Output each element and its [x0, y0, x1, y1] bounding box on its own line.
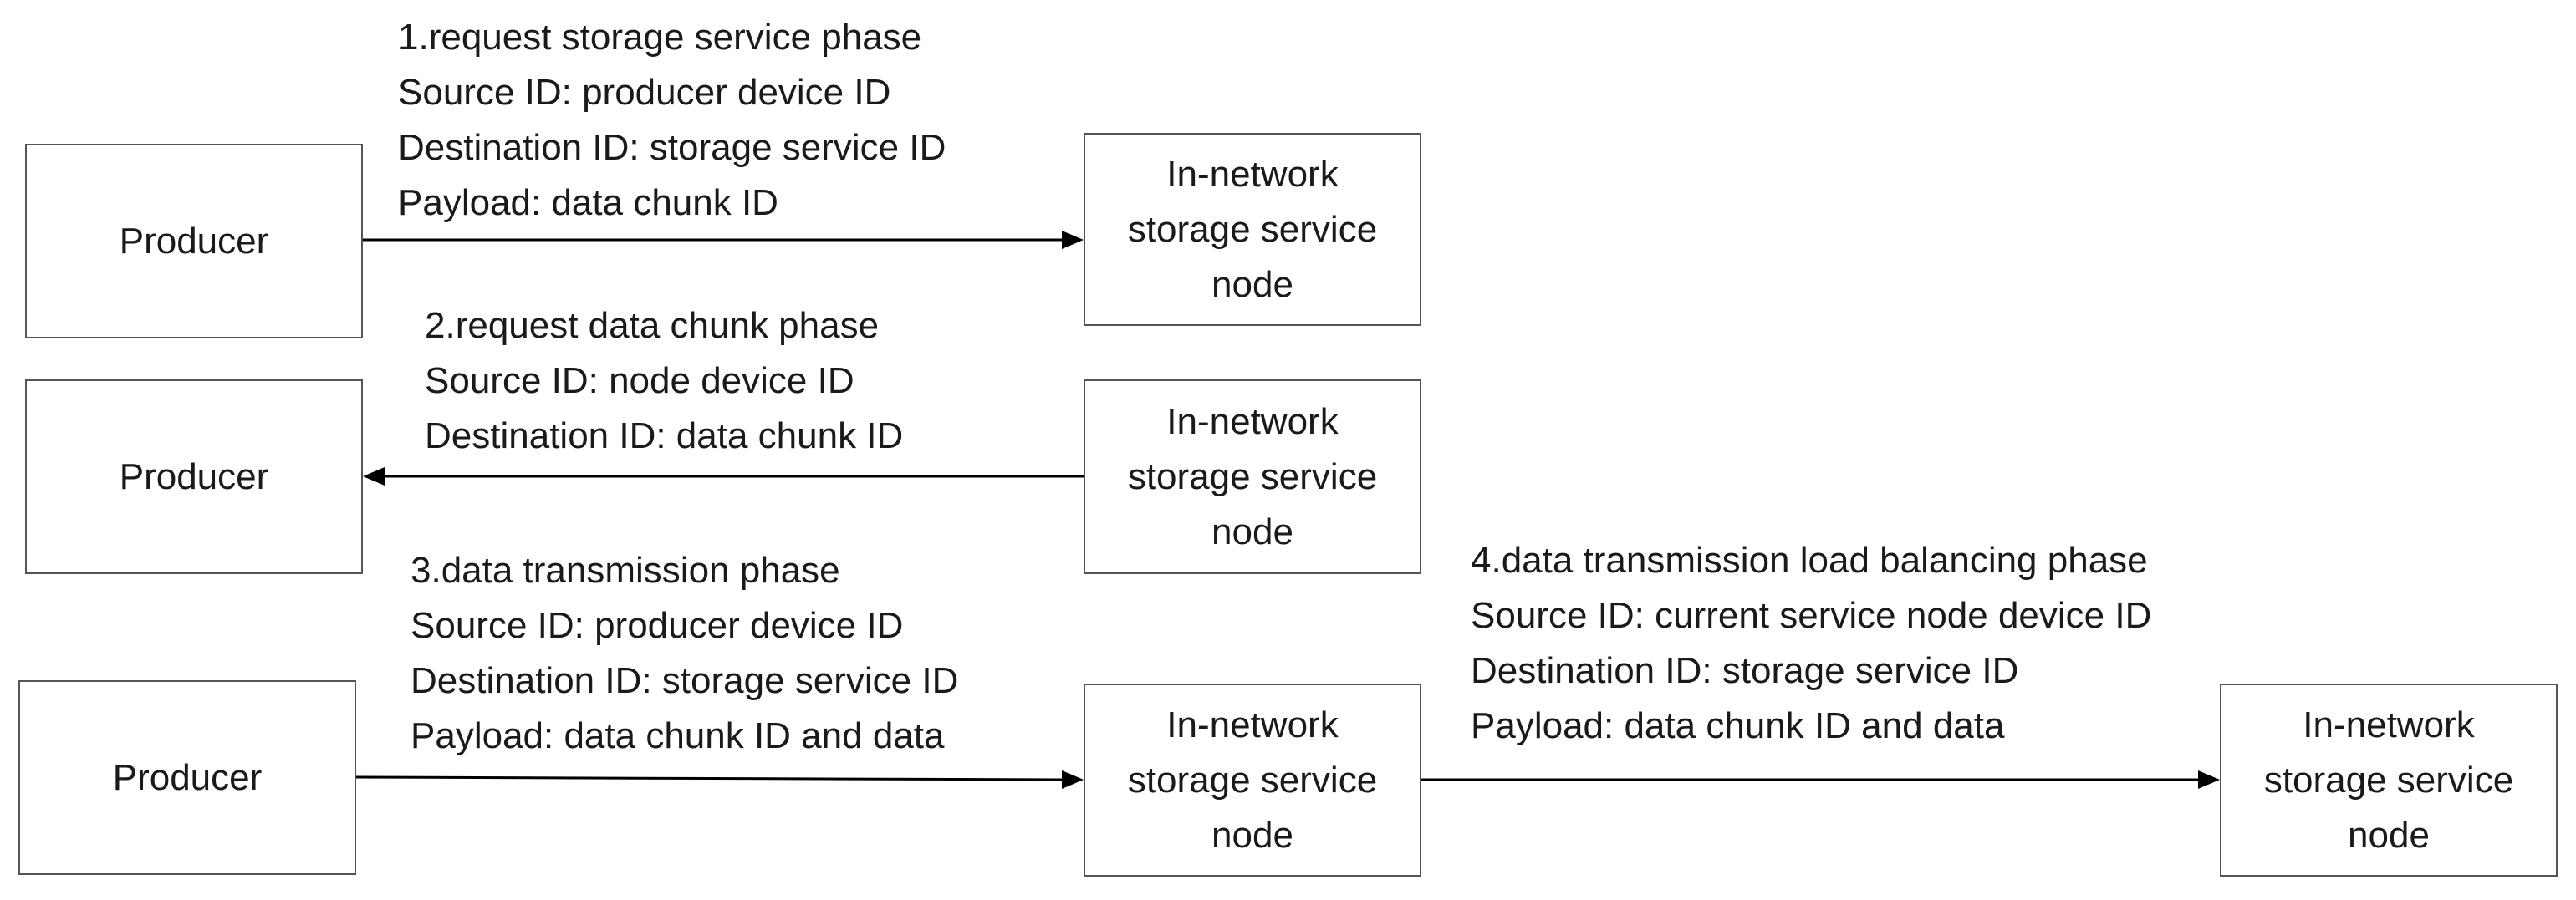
phase-2-destination: Destination ID: data chunk ID: [425, 415, 904, 456]
phase-1-source: Source ID: producer device ID: [398, 72, 891, 113]
phase-4-label: 4.data transmission load balancing phase…: [1471, 533, 2151, 754]
phase-3-title: 3.data transmission phase: [411, 550, 840, 591]
producer-box-2: Producer: [25, 379, 363, 574]
phase-4-destination: Destination ID: storage service ID: [1471, 650, 2019, 691]
storage-node-box-1: In-network storage service node: [1084, 133, 1421, 326]
phase-1-title: 1.request storage service phase: [398, 17, 922, 58]
producer-box-1: Producer: [25, 144, 363, 338]
phase-4-payload: Payload: data chunk ID and data: [1471, 705, 2005, 746]
arrowhead-phase-4: [2198, 770, 2220, 789]
phase-3-destination: Destination ID: storage service ID: [411, 660, 959, 701]
arrowhead-phase-3: [1062, 770, 1084, 789]
storage-node-label: In-network storage service node: [1127, 153, 1378, 305]
producer-label: Producer: [119, 220, 269, 262]
arrow-phase-3: [355, 775, 1064, 781]
phase-2-source: Source ID: node device ID: [425, 360, 854, 401]
arrowhead-phase-1: [1062, 231, 1084, 249]
phase-3-label: 3.data transmission phase Source ID: pro…: [411, 543, 958, 764]
storage-node-label: In-network storage service node: [2263, 704, 2514, 856]
phase-3-source: Source ID: producer device ID: [411, 605, 904, 646]
phase-2-title: 2.request data chunk phase: [425, 305, 880, 346]
producer-label: Producer: [119, 455, 269, 497]
phase-1-label: 1.request storage service phase Source I…: [398, 10, 946, 231]
arrowhead-phase-2: [363, 467, 385, 486]
storage-node-label: In-network storage service node: [1127, 400, 1378, 552]
producer-box-3: Producer: [18, 680, 356, 875]
phase-2-label: 2.request data chunk phase Source ID: no…: [425, 298, 903, 464]
phase-4-source: Source ID: current service node device I…: [1471, 595, 2152, 636]
phase-1-destination: Destination ID: storage service ID: [398, 127, 946, 168]
storage-node-box-4: In-network storage service node: [2220, 684, 2558, 877]
producer-label: Producer: [112, 756, 263, 798]
storage-node-label: In-network storage service node: [1127, 704, 1378, 856]
phase-3-payload: Payload: data chunk ID and data: [411, 715, 945, 756]
phase-4-title: 4.data transmission load balancing phase: [1471, 540, 2148, 581]
storage-node-box-2: In-network storage service node: [1084, 379, 1421, 574]
storage-node-box-3: In-network storage service node: [1084, 684, 1421, 877]
phase-1-payload: Payload: data chunk ID: [398, 182, 778, 223]
